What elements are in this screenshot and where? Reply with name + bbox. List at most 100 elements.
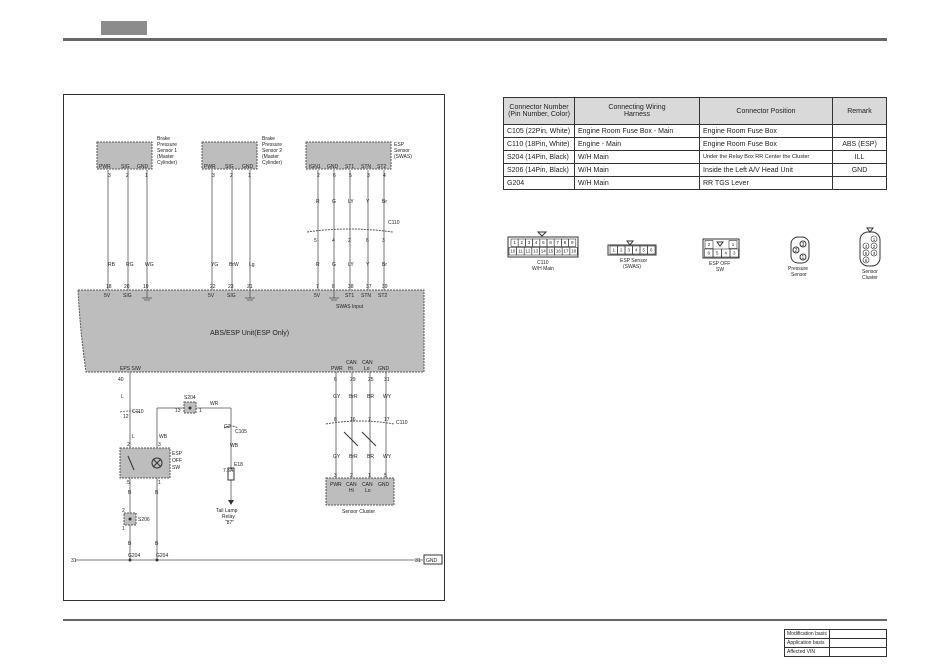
wire-color: RG: [126, 262, 134, 268]
cluster-num: 6: [334, 377, 337, 383]
wire-color: B: [155, 490, 159, 496]
c110-conn-label: W/H Main: [532, 266, 554, 272]
esp-off-title: SW: [172, 465, 180, 471]
fuse-icon: [227, 467, 235, 481]
table-cell: S204 (14Pin, Black): [503, 150, 575, 164]
c105-num: G2: [224, 424, 231, 430]
sensor1-title: (Master: [157, 154, 174, 160]
esp-num: 4: [383, 173, 386, 179]
table-cell: Engine - Main: [574, 137, 700, 151]
sensor-cluster-box: [325, 477, 395, 506]
wire-color: WG: [145, 262, 154, 268]
pin-num: 3: [627, 248, 630, 253]
sensor1-num: 3: [108, 173, 111, 179]
c110-num: 17: [384, 417, 390, 423]
table-cell: Under the Relay Box RR Center the Cluste…: [699, 150, 833, 164]
tail-label: "87": [225, 520, 234, 526]
ground-label: G204: [156, 553, 168, 559]
esp-off-title: OFF: [172, 458, 182, 464]
unit-num: 23: [228, 284, 234, 290]
sw-num: 3: [158, 442, 161, 448]
unit-num: 18: [106, 284, 112, 290]
pin-num: 5: [542, 240, 545, 245]
pin-num: 4: [865, 244, 868, 249]
wire-color: BrR: [349, 394, 358, 400]
sensor1-pin: GND: [137, 164, 149, 170]
sensor1-pin: PWR: [99, 164, 111, 170]
pressure-conn-label: Pressure: [788, 266, 808, 272]
pin-num: 5: [716, 251, 719, 256]
c110-num: 4: [332, 238, 335, 244]
switch-icon: [127, 455, 135, 471]
table-cell: ILL: [832, 150, 887, 164]
wire-color: L: [132, 434, 135, 440]
c110-num: 6: [366, 238, 369, 244]
esp-conn-label: (SWAS): [623, 264, 641, 270]
c110-num: 2: [348, 238, 351, 244]
eps-num: 40: [118, 377, 124, 383]
pin-num: 2: [795, 248, 798, 254]
unit-pin: 5V: [208, 293, 215, 299]
unit-pin: ST2: [378, 293, 387, 299]
sensor2-num: 1: [248, 173, 251, 179]
pin-num: 3: [802, 242, 805, 248]
pin-num: 4: [635, 248, 638, 253]
unit-pin: 5V: [104, 293, 111, 299]
sensor2-title: Brake: [262, 136, 275, 142]
tail-label: Relay: [222, 514, 235, 520]
sensor2-box: [201, 141, 258, 170]
gnd-label: GND: [426, 558, 438, 564]
fuse-rating: 7.5A: [223, 468, 234, 474]
wire-color: YG: [211, 262, 218, 268]
esp-num: 6: [333, 173, 336, 179]
lamp-icon: [151, 457, 163, 469]
pin-num: 6: [549, 240, 552, 245]
connector-table: Connector Number (Pin Number, Color) Con…: [503, 97, 887, 190]
pin-num: 9: [571, 240, 574, 245]
table-cell: Inside the Left A/V Head Unit: [699, 163, 833, 177]
sensor1-title: Pressure: [157, 142, 177, 148]
pin-num: 1: [802, 255, 805, 261]
th-position: Connector Position: [699, 97, 833, 125]
wire-color: R: [316, 199, 320, 205]
twisted-pair-icon: [343, 431, 377, 447]
diagram-frame: [63, 94, 445, 601]
info-value: [829, 638, 887, 648]
sensor1-num: 1: [145, 173, 148, 179]
pin-num: 18: [571, 249, 577, 254]
c110-break: [306, 228, 394, 233]
c110-num: 16: [350, 417, 356, 423]
pin-num: 3: [528, 240, 531, 245]
table-cell: Engine Room Fuse Box - Main: [574, 124, 700, 138]
c110-num: 12: [123, 414, 129, 420]
table-cell: G204: [503, 176, 575, 190]
fuse-label: E18: [234, 462, 243, 468]
wire-color: WY: [383, 454, 392, 460]
pin-num: 6: [650, 248, 653, 253]
pin-num: 11: [518, 249, 523, 254]
table-cell: Engine Room Fuse Box: [699, 137, 833, 151]
pin-num: 2: [873, 244, 876, 249]
sensor2-title: (Master: [262, 154, 279, 160]
c110-label: C110: [388, 220, 400, 226]
sensor1-title: Brake: [157, 136, 170, 142]
wire-color: Y: [366, 262, 370, 268]
esp-conn-label: ESP Sensor: [620, 258, 647, 264]
wire-color: GY: [333, 454, 341, 460]
esp-sensor-pin: ST1: [345, 164, 354, 170]
pin-num: 7: [557, 240, 560, 245]
wire-color: RB: [108, 262, 116, 268]
pin-num: 6: [707, 251, 710, 256]
pin-num: 4: [535, 240, 538, 245]
esp-sensor-pin: ST2: [377, 164, 386, 170]
pin-num: 16: [556, 249, 562, 254]
pin-num: 1: [732, 242, 735, 247]
footer-rule: [63, 619, 887, 621]
sensor1-num: 2: [126, 173, 129, 179]
s206-num: 1: [122, 526, 125, 532]
